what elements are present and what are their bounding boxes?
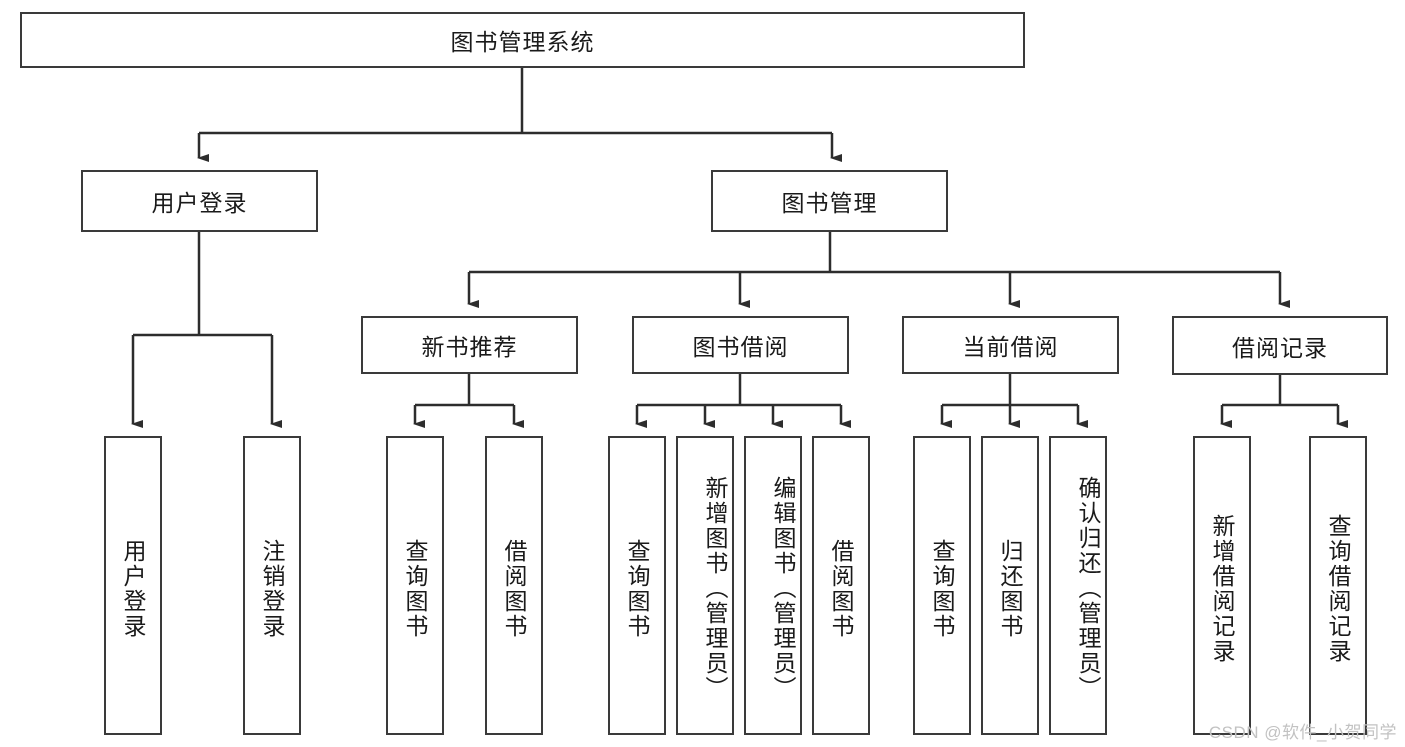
leaf-record-add-record[interactable]: 新增借阅记录 xyxy=(1193,436,1251,735)
leaf-user-login-signin[interactable]: 用户登录 xyxy=(104,436,162,735)
node-user-login[interactable]: 用户登录 xyxy=(81,170,318,232)
leaf-current-query-book[interactable]: 查询图书 xyxy=(913,436,971,735)
leaf-new-book-borrow[interactable]: 借阅图书 xyxy=(485,436,543,735)
node-borrow-record[interactable]: 借阅记录 xyxy=(1172,316,1388,375)
csdn-watermark: CSDN @软件_小贺同学 xyxy=(1208,723,1397,742)
node-current-borrow[interactable]: 当前借阅 xyxy=(902,316,1119,374)
leaf-borrow-add-book-admin[interactable]: 新增图书（管理员） xyxy=(676,436,734,735)
node-new-book-recommend[interactable]: 新书推荐 xyxy=(361,316,578,374)
leaf-current-confirm-return-admin[interactable]: 确认归还（管理员） xyxy=(1049,436,1107,735)
leaf-borrow-borrow-book[interactable]: 借阅图书 xyxy=(812,436,870,735)
node-book-borrow[interactable]: 图书借阅 xyxy=(632,316,849,374)
leaf-borrow-edit-book-admin[interactable]: 编辑图书（管理员） xyxy=(744,436,802,735)
leaf-new-book-query[interactable]: 查询图书 xyxy=(386,436,444,735)
node-book-management[interactable]: 图书管理 xyxy=(711,170,948,232)
leaf-current-return-book[interactable]: 归还图书 xyxy=(981,436,1039,735)
leaf-record-query-record[interactable]: 查询借阅记录 xyxy=(1309,436,1367,735)
node-root-system[interactable]: 图书管理系统 xyxy=(20,12,1025,68)
leaf-user-login-signout[interactable]: 注销登录 xyxy=(243,436,301,735)
leaf-borrow-query-book[interactable]: 查询图书 xyxy=(608,436,666,735)
